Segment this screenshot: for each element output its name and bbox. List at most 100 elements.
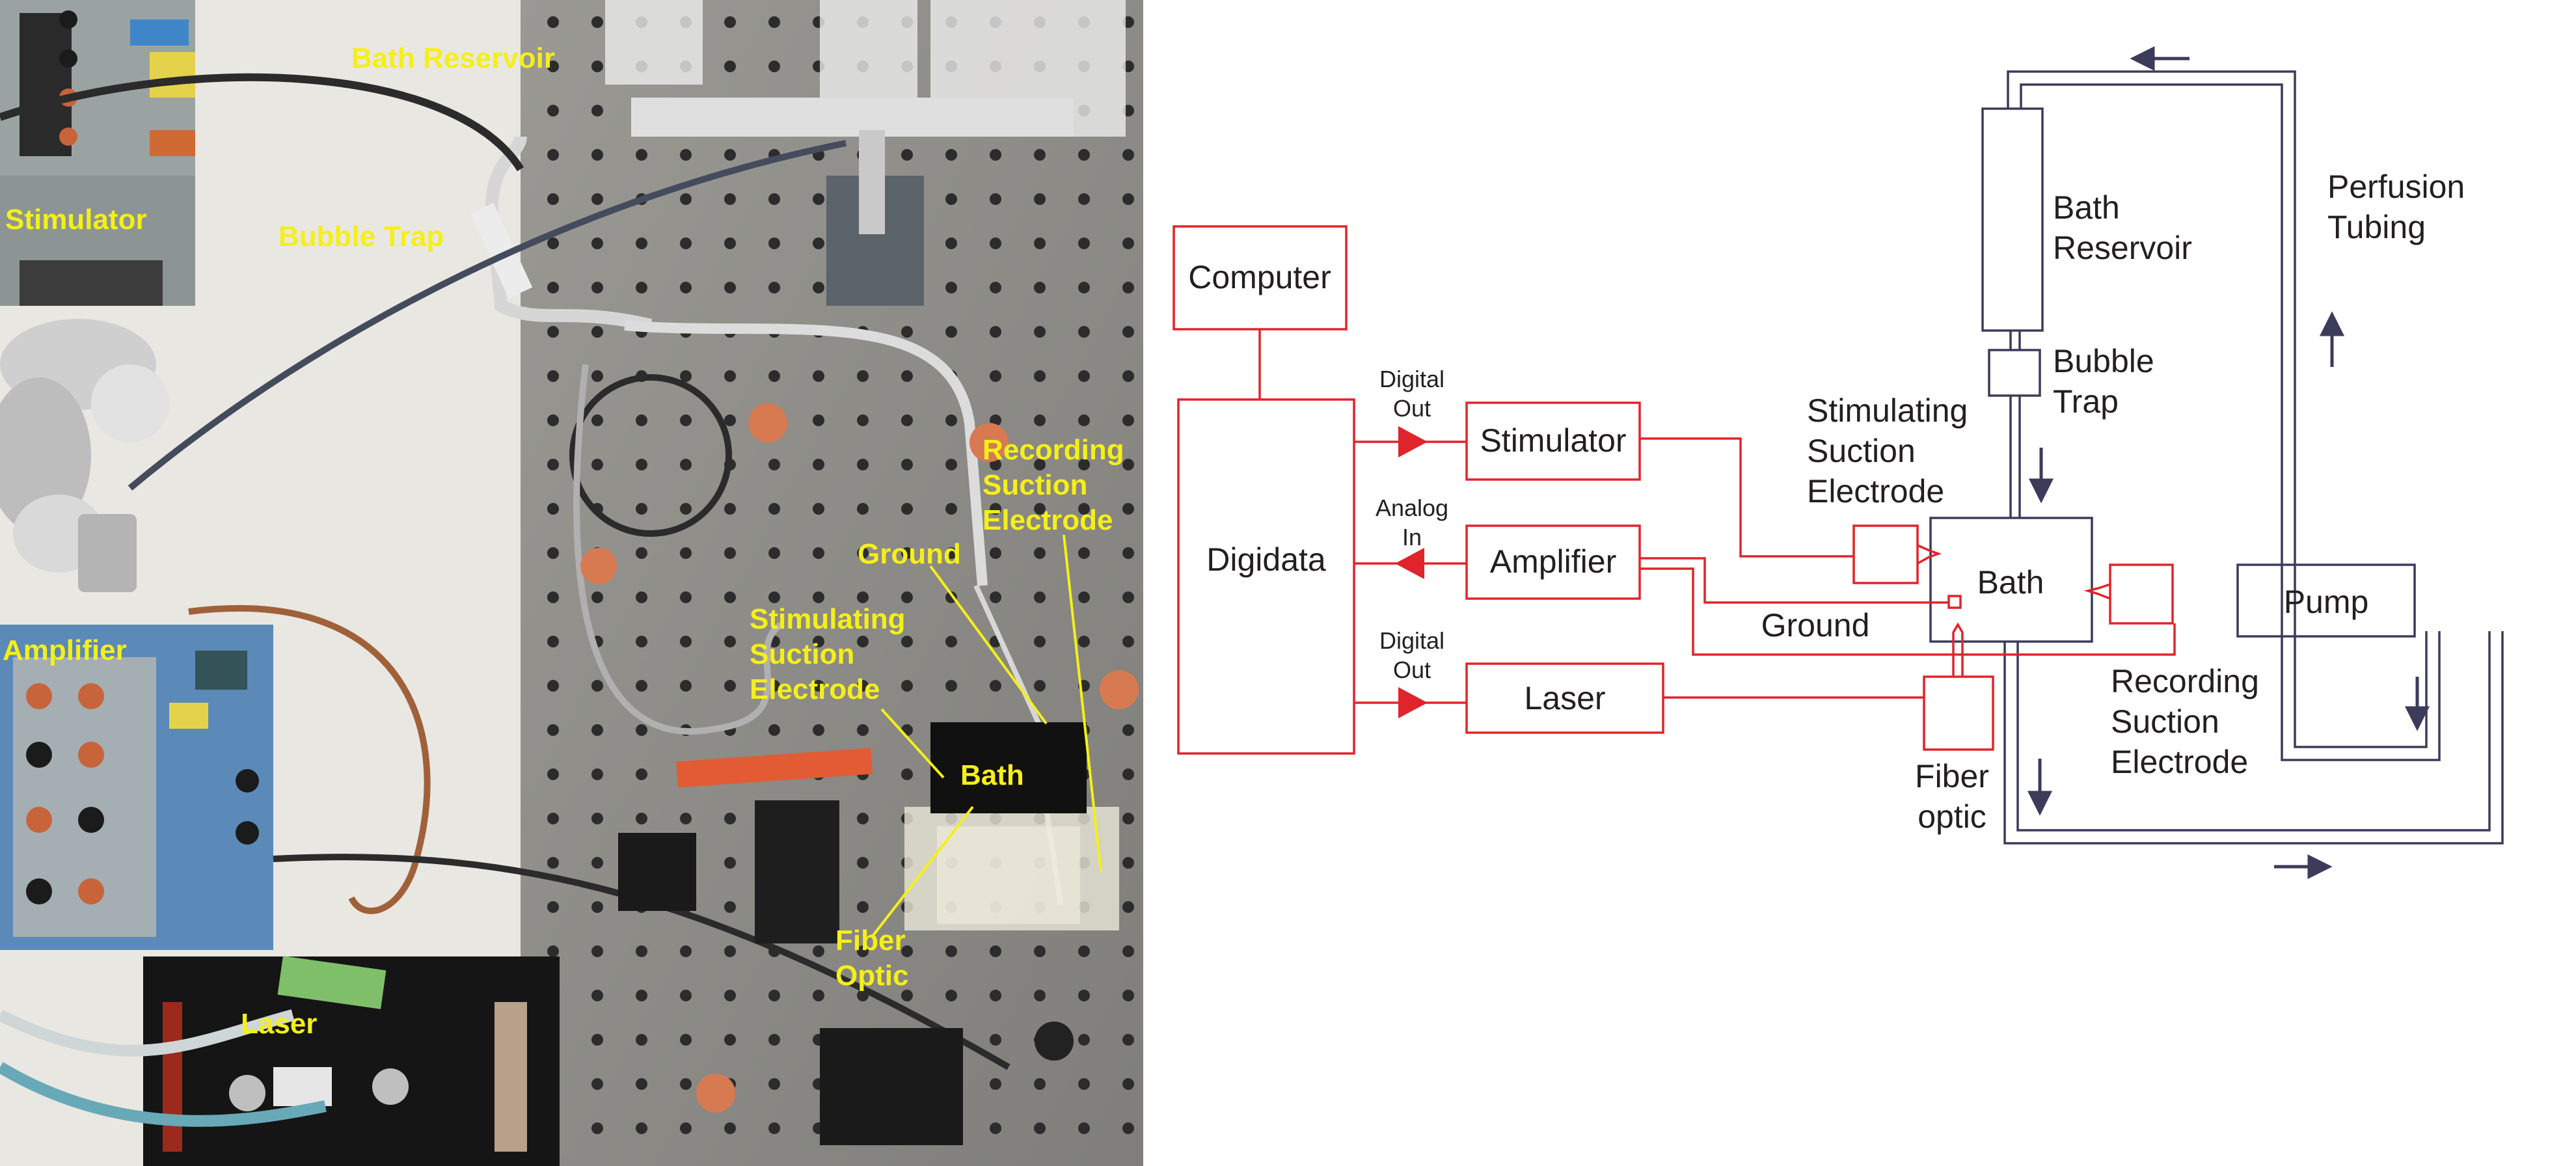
stimulator-label: Stimulator bbox=[1480, 422, 1626, 459]
recording-electrode-box bbox=[2109, 563, 2174, 625]
recording-suction-electrode-label: Recording Suction Electrode bbox=[2111, 663, 2259, 780]
svg-text:Electrode: Electrode bbox=[1807, 473, 1944, 509]
schematic-diagram: Computer Digidata Stimulator Amplifier L… bbox=[1173, 46, 2504, 880]
pump-label: Pump bbox=[2284, 584, 2369, 620]
svg-text:Optic: Optic bbox=[835, 960, 908, 992]
photo-label-bubble-trap: Bubble Trap bbox=[278, 221, 444, 252]
svg-text:Stimulating: Stimulating bbox=[750, 603, 906, 635]
syringe-reservoirs bbox=[605, 0, 1126, 306]
svg-text:Suction: Suction bbox=[983, 469, 1087, 501]
photo-panel: Bath Reservoir Stimulator Bubble Trap Re… bbox=[0, 0, 1143, 1166]
photo-label-ground: Ground bbox=[858, 538, 961, 570]
return-tube-inner bbox=[2016, 631, 2491, 832]
photo-label-fiber-optic: Fiber Optic bbox=[835, 925, 908, 992]
photo-label-stimulating-suction-electrode: Stimulating Suction Electrode bbox=[750, 603, 906, 705]
svg-text:Electrode: Electrode bbox=[750, 673, 880, 705]
svg-text:Bath: Bath bbox=[2053, 189, 2120, 226]
stimulator-electrode-wire bbox=[1640, 437, 1854, 558]
svg-text:optic: optic bbox=[1918, 798, 1986, 835]
digidata-label: Digidata bbox=[1206, 541, 1326, 578]
photo-label-laser: Laser bbox=[241, 1008, 317, 1040]
fiber-optic-box bbox=[1923, 675, 1994, 751]
bath-chamber bbox=[904, 722, 1119, 930]
amplifier-box bbox=[1465, 524, 1641, 600]
photo-label-amplifier: Amplifier bbox=[3, 634, 127, 666]
perfusion-tube-inner-top bbox=[2020, 83, 2441, 761]
ground-label: Ground bbox=[1761, 607, 1870, 644]
flow-arrow-into-bath bbox=[2028, 448, 2054, 504]
amplifier-device bbox=[0, 625, 273, 950]
svg-text:Fiber: Fiber bbox=[835, 925, 906, 956]
bath-label: Bath bbox=[1977, 564, 2044, 601]
svg-text:Electrode: Electrode bbox=[983, 504, 1113, 536]
digital-out-stimulator-link bbox=[1354, 426, 1467, 457]
orange-pegs bbox=[580, 403, 1139, 1113]
photo-label-bath: Bath bbox=[960, 759, 1024, 791]
optical-table-holes bbox=[521, 0, 1143, 1166]
svg-text:In: In bbox=[1402, 524, 1422, 550]
photo-label-stimulator: Stimulator bbox=[5, 204, 147, 236]
digital-out-label-1: Digital Out bbox=[1379, 366, 1444, 422]
svg-text:Bubble: Bubble bbox=[2053, 343, 2154, 379]
svg-text:Recording: Recording bbox=[983, 434, 1124, 466]
svg-text:Suction: Suction bbox=[2111, 703, 2219, 740]
svg-text:Out: Out bbox=[1393, 657, 1431, 683]
svg-text:Stimulating: Stimulating bbox=[1807, 392, 1968, 429]
photo-pointer-lines bbox=[871, 534, 1102, 938]
perfusion-tube-outer-top bbox=[2007, 70, 2428, 748]
photo-illustration: Bath Reservoir Stimulator Bubble Trap Re… bbox=[0, 0, 1143, 1166]
digital-out-label-2: Digital Out bbox=[1379, 627, 1444, 683]
digital-out-laser-link bbox=[1354, 687, 1467, 718]
analog-in-label: Analog In bbox=[1376, 495, 1448, 550]
digidata-box bbox=[1177, 398, 1355, 755]
amplifier-label: Amplifier bbox=[1490, 543, 1616, 580]
svg-text:Perfusion: Perfusion bbox=[2327, 169, 2465, 205]
flow-arrow-pump-down bbox=[2404, 677, 2430, 731]
analog-in-amplifier-link bbox=[1354, 548, 1467, 579]
stimulating-electrode-tip bbox=[1917, 544, 1942, 565]
db9-connector bbox=[78, 514, 137, 592]
micromanipulators bbox=[618, 800, 1074, 1145]
svg-text:Suction: Suction bbox=[1807, 433, 1916, 469]
fiber-optic-label: Fiber optic bbox=[1915, 758, 1989, 835]
svg-text:Analog: Analog bbox=[1376, 495, 1448, 521]
return-tube-outer bbox=[2003, 631, 2504, 845]
flow-arrow-bottom-right bbox=[2274, 854, 2333, 880]
flow-arrow-return-down bbox=[2027, 759, 2053, 816]
svg-text:Out: Out bbox=[1393, 395, 1431, 422]
perfusion-tubing-label: Perfusion Tubing bbox=[2327, 169, 2465, 245]
svg-text:Trap: Trap bbox=[2053, 383, 2119, 420]
svg-text:Tubing: Tubing bbox=[2327, 209, 2426, 245]
bath-box bbox=[1929, 517, 2093, 643]
stimulating-electrode-box bbox=[1852, 524, 1919, 584]
flow-arrows bbox=[2027, 46, 2430, 880]
bubble-trap-box bbox=[1988, 349, 2041, 397]
laser-label: Laser bbox=[1524, 680, 1605, 716]
fiber-optic-tip bbox=[1952, 622, 1964, 677]
perfusion-loop bbox=[2003, 70, 2504, 845]
svg-text:Digital: Digital bbox=[1379, 366, 1444, 392]
stimulating-suction-electrode-label: Stimulating Suction Electrode bbox=[1807, 392, 1968, 509]
svg-text:Suction: Suction bbox=[750, 638, 854, 670]
svg-text:Reservoir: Reservoir bbox=[2053, 230, 2192, 266]
svg-text:Fiber: Fiber bbox=[1915, 758, 1989, 794]
photo-label-bath-reservoir: Bath Reservoir bbox=[351, 42, 555, 74]
flow-arrow-perfusion-up bbox=[2319, 311, 2345, 367]
amplifier-recording-wire bbox=[1640, 567, 2176, 656]
amplifier-ground-wire bbox=[1640, 557, 1949, 604]
svg-text:Recording: Recording bbox=[2111, 663, 2259, 699]
flow-arrow-top-left bbox=[2130, 46, 2190, 72]
laser-device bbox=[143, 956, 560, 1166]
computer-label: Computer bbox=[1188, 259, 1331, 295]
schematic-panel: Computer Digidata Stimulator Amplifier L… bbox=[1143, 0, 2576, 1166]
svg-text:Electrode: Electrode bbox=[2111, 744, 2248, 780]
recording-electrode-tip bbox=[2083, 583, 2111, 600]
bath-reservoir-label: Bath Reservoir bbox=[2053, 189, 2192, 266]
bubble-trap-label: Bubble Trap bbox=[2053, 343, 2154, 420]
photo-label-recording-suction-electrode: Recording Suction Electrode bbox=[983, 434, 1124, 536]
svg-text:Digital: Digital bbox=[1379, 627, 1444, 654]
ground-electrode-marker bbox=[1947, 595, 1962, 609]
stimulator-device bbox=[0, 0, 195, 306]
bath-reservoir-box bbox=[1981, 107, 2044, 332]
pump-box bbox=[2236, 563, 2416, 638]
